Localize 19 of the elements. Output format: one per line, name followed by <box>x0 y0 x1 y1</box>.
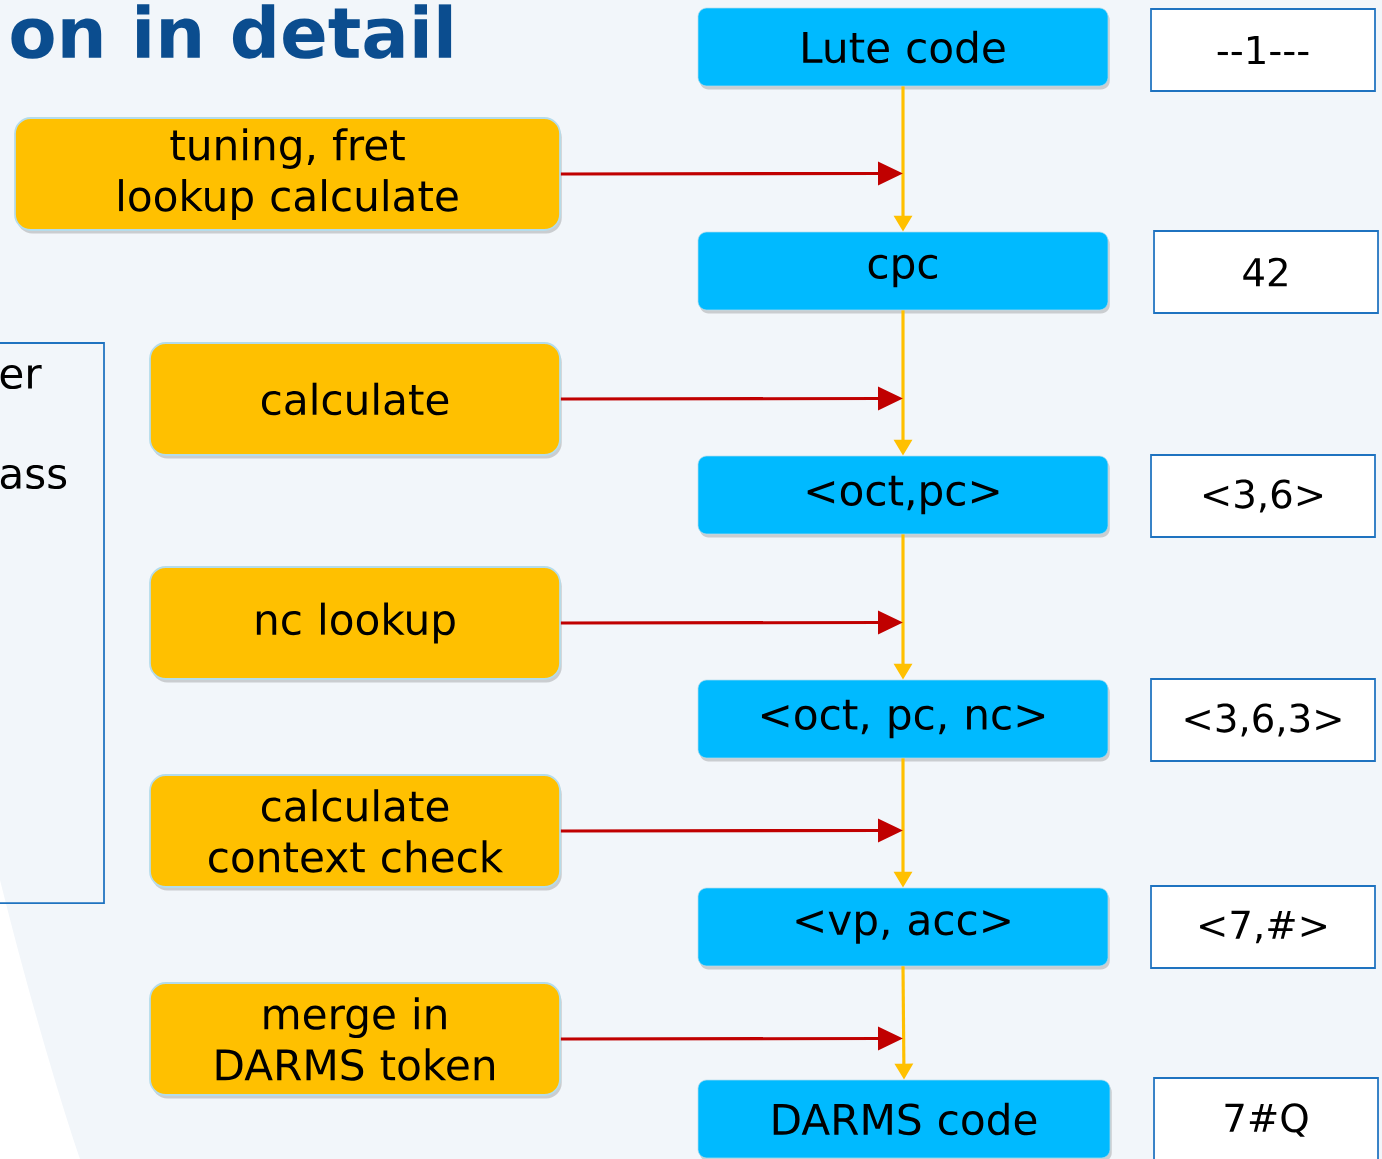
diagram-title: on in detail <box>11 4 452 59</box>
process-box: DARMS code <box>697 1079 1112 1159</box>
operation-box: calculate <box>149 342 562 459</box>
operation-box: merge in DARMS token <box>149 982 562 1099</box>
process-box: <oct, pc, nc> <box>697 679 1110 762</box>
value-box: 42 <box>1153 230 1379 314</box>
value-box: <3,6> <box>1150 454 1376 538</box>
value-box: <7,#> <box>1150 885 1376 969</box>
operation-box: tuning, fret lookup calculate <box>14 117 562 234</box>
process-box: <vp, acc> <box>697 887 1110 970</box>
process-box: cpc <box>697 231 1110 314</box>
operation-box: calculate context check <box>149 774 562 891</box>
text-box: er ass <box>0 342 105 904</box>
process-box: <oct,pc> <box>697 455 1110 538</box>
value-box: <3,6,3> <box>1150 678 1376 762</box>
process-box: Lute code <box>697 7 1110 90</box>
value-box: --1--- <box>1150 8 1376 92</box>
operation-box: nc lookup <box>149 566 562 683</box>
value-box: 7#Q <box>1153 1077 1379 1159</box>
